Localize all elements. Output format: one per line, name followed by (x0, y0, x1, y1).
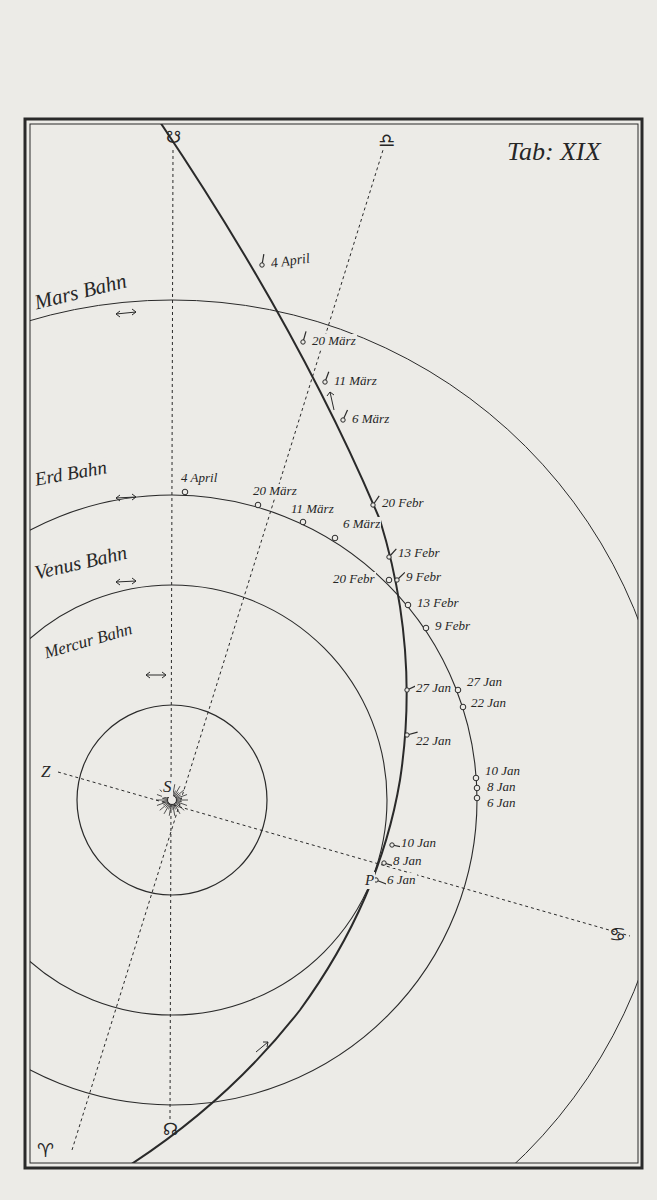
sun-ray (173, 784, 175, 796)
earth-position (474, 795, 480, 801)
node-symbol: ☊ (162, 1120, 179, 1139)
mars-orbit (30, 300, 638, 1163)
earth-position (455, 687, 461, 693)
earth-position (332, 535, 338, 541)
orbit-name: Mercur Bahn (41, 620, 135, 663)
comet-date: 22 Jan (415, 734, 452, 748)
comet-date: 20 März (311, 334, 357, 348)
comet-date: 6 März (351, 412, 390, 426)
comet-position (405, 688, 409, 692)
sun-disc (168, 796, 177, 805)
equinox-line (72, 150, 383, 1150)
zodiac-symbol: ♈ (36, 1140, 55, 1161)
position-markers (182, 254, 480, 884)
earth-position (182, 489, 188, 495)
orbit-name: Erd Bahn (32, 457, 109, 491)
sun-ray (157, 801, 168, 805)
orbit-name: Venus Bahn (32, 541, 130, 584)
direction-arrows (116, 309, 334, 1052)
earth-position (460, 704, 466, 710)
comet-position (405, 733, 409, 737)
comet-position (395, 578, 399, 582)
comet-date: 11 März (333, 374, 378, 388)
earth-date: 6 März (342, 517, 381, 531)
earth-position (300, 519, 306, 525)
mercury-orbit (77, 705, 267, 895)
comet-position (390, 843, 394, 847)
sun-ray (169, 804, 171, 816)
apsides-line (58, 772, 630, 936)
comet-date: 9 Febr (405, 570, 442, 584)
earth-date: 6 Jan (486, 796, 517, 810)
zodiac-symbol: ♎ (377, 130, 396, 151)
earth-position (255, 502, 261, 508)
earth-date: 11 März (290, 502, 335, 516)
comet-position (371, 503, 375, 507)
comet-date: 4 April (269, 250, 312, 271)
earth-date: 22 Jan (470, 696, 507, 710)
comet-date: 10 Jan (400, 836, 437, 850)
comet-position (341, 418, 345, 422)
comet-position (387, 555, 391, 559)
earth-date: 8 Jan (486, 780, 517, 794)
sun-letter: S (162, 778, 173, 797)
earth-position (474, 785, 480, 791)
earth-orbit (30, 495, 477, 1105)
earth-date: 20 Febr (332, 572, 376, 586)
comet-date: 13 Febr (397, 546, 441, 560)
earth-date: 10 Jan (484, 764, 521, 778)
earth-position (405, 602, 411, 608)
sun-ray (174, 786, 180, 796)
earth-date: 4 April (180, 471, 218, 485)
earth-position (473, 775, 479, 781)
sun-ray (176, 800, 188, 801)
comet-date: 20 Febr (381, 496, 425, 510)
earth-date: 13 Febr (416, 596, 460, 610)
comet-date: 6 Jan (386, 873, 417, 887)
venus-orbit (30, 585, 387, 1015)
sun-ray (175, 803, 184, 811)
inner-frame (30, 124, 638, 1163)
zodiac-symbol: ♋ (608, 924, 627, 945)
node-line (170, 150, 173, 1120)
outer-frame (25, 119, 642, 1168)
comet-date: 27 Jan (415, 681, 452, 695)
comet-orbit (130, 124, 407, 1163)
plate-number: Tab: XIX (506, 138, 602, 167)
comet-position (323, 380, 327, 384)
sun-ray (173, 804, 175, 816)
earth-date: 20 März (252, 484, 298, 498)
comet-position (301, 340, 305, 344)
comet-date: 8 Jan (392, 854, 423, 868)
node-symbol: ☋ (165, 128, 182, 147)
orbit-name: Mars Bahn (31, 269, 130, 315)
point-letter: P (364, 872, 375, 889)
comet-position (260, 263, 264, 267)
sun-ray (176, 795, 187, 799)
sun-ray (156, 800, 168, 801)
point-letter: Z (40, 763, 51, 782)
earth-date: 27 Jan (466, 675, 503, 689)
sun-ray (174, 803, 180, 813)
earth-position (423, 625, 429, 631)
earth-date: 9 Febr (434, 619, 471, 633)
earth-position (386, 577, 392, 583)
comet-position (382, 861, 386, 865)
sun-ray (164, 803, 170, 813)
